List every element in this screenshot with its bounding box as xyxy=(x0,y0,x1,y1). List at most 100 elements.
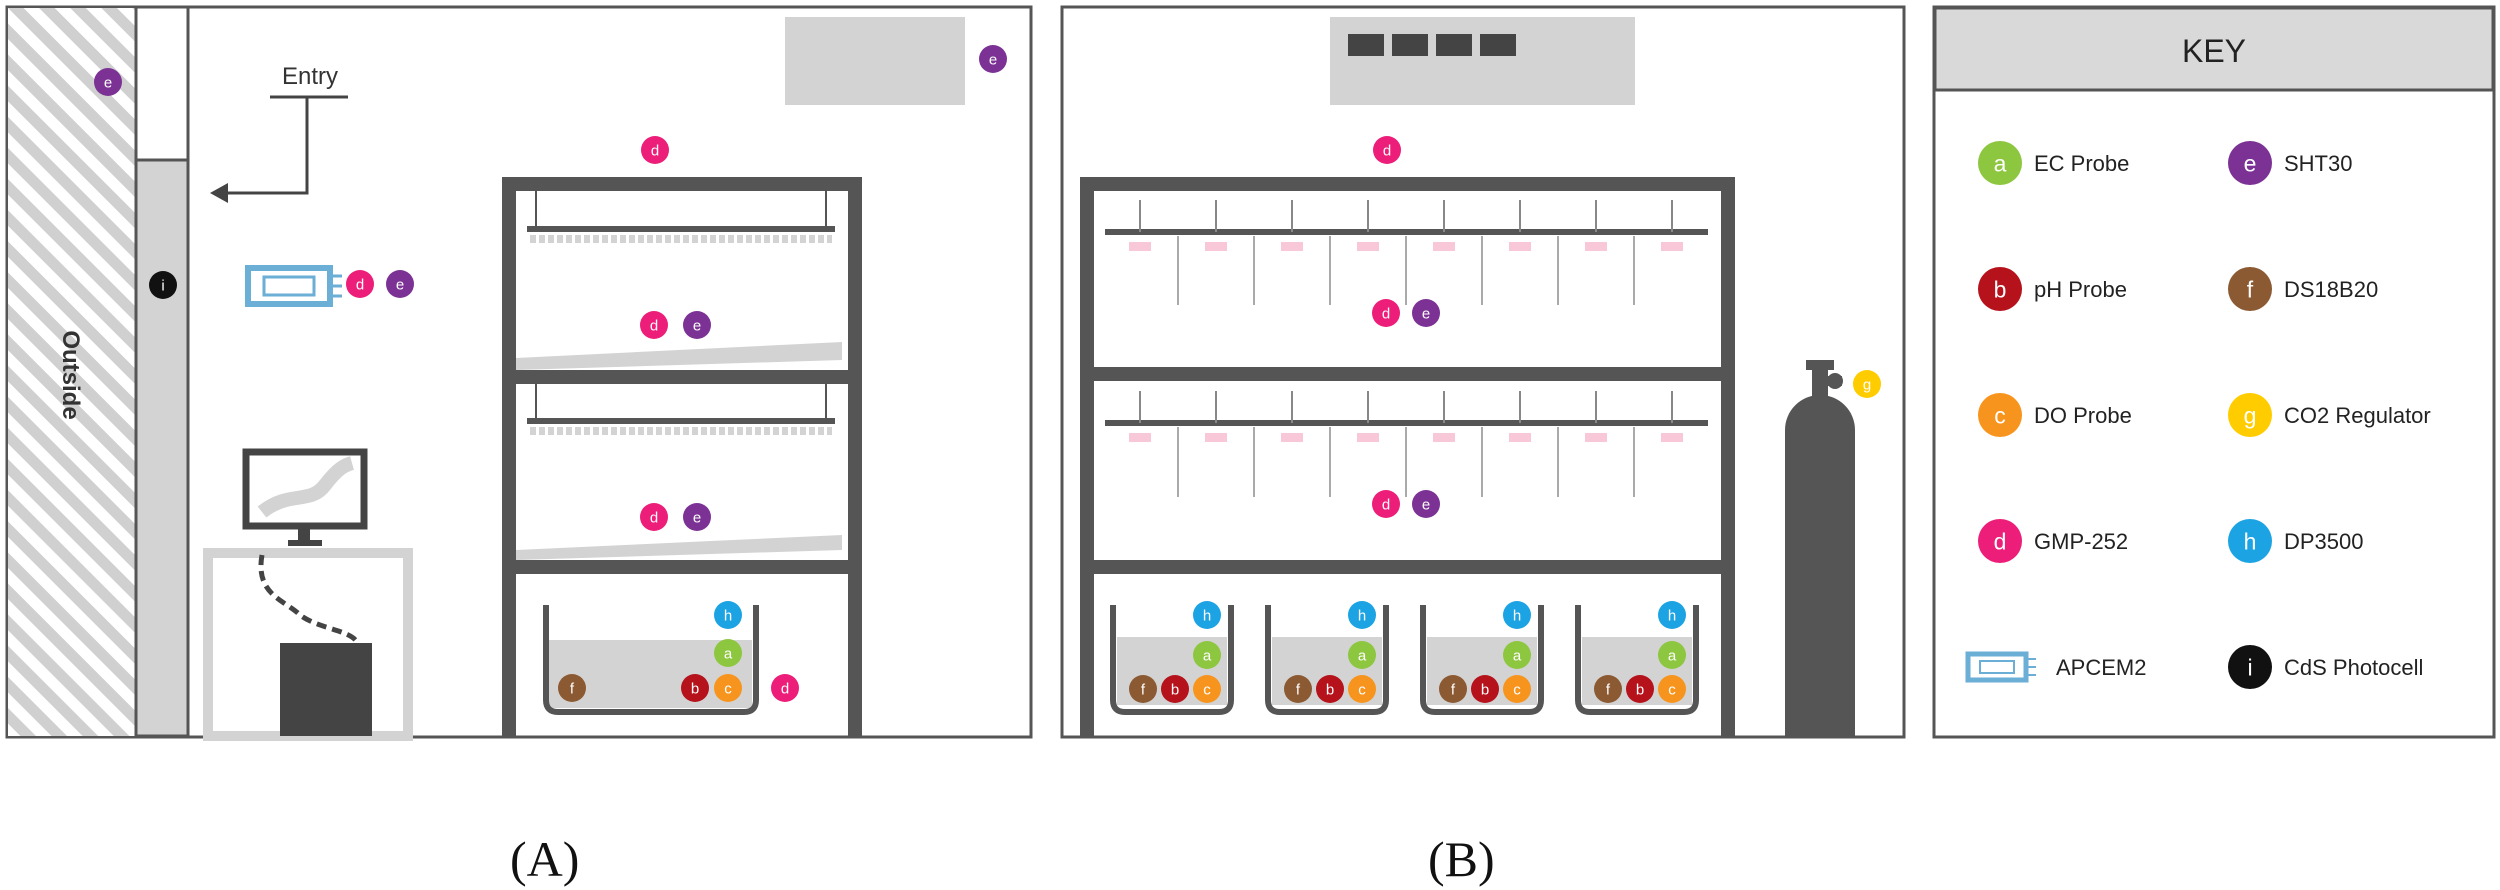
sensor-badge-h: h xyxy=(1658,601,1686,629)
emitter xyxy=(1509,242,1531,251)
sensor-badge-a: a xyxy=(1348,641,1376,669)
sensor-badge-letter: h xyxy=(724,607,732,624)
sensor-badge-letter: a xyxy=(1994,150,2007,176)
sensor-badge-letter: i xyxy=(161,277,164,294)
sensor-badge-e: e xyxy=(94,68,122,96)
co2-tank xyxy=(1785,360,1855,736)
sensor-badge-letter: f xyxy=(1451,681,1456,698)
sensor-badge-letter: e xyxy=(396,276,404,293)
outside-wall xyxy=(8,8,136,736)
sensor-badge-d: d xyxy=(771,674,799,702)
sensor-badge-d: d xyxy=(640,503,668,531)
sensor-badge-letter: i xyxy=(2247,654,2252,680)
key-frame xyxy=(1932,5,2496,739)
sensor-badge-letter: h xyxy=(2244,528,2257,554)
sensor-badge-e: e xyxy=(979,45,1007,73)
sensor-badge-letter: b xyxy=(1994,276,2007,302)
emitter xyxy=(1205,242,1227,251)
sensor-badge-f: f xyxy=(2228,267,2272,311)
panel-b-label: (B) xyxy=(1428,831,1495,887)
sensor-badge-letter: c xyxy=(1203,681,1211,698)
sensor-badge-c: c xyxy=(1658,675,1686,703)
sensor-badge-letter: d xyxy=(1383,142,1391,159)
sensor-badge-h: h xyxy=(1348,601,1376,629)
sensor-badge-letter: h xyxy=(1203,607,1211,624)
key-item-label: GMP-252 xyxy=(2034,529,2128,554)
sensor-badge-c: c xyxy=(1503,675,1531,703)
sensor-badge-letter: e xyxy=(693,317,701,334)
sensor-badge-letter: a xyxy=(1513,647,1522,664)
sensor-badge-letter: b xyxy=(1636,681,1644,698)
sensor-badge-letter: d xyxy=(650,509,658,526)
sensor-badge-letter: b xyxy=(1481,681,1489,698)
sensor-badge-i: i xyxy=(2228,645,2272,689)
sensor-badge-b: b xyxy=(681,674,709,702)
sensor-badge-letter: d xyxy=(650,317,658,334)
sensor-badge-h: h xyxy=(1193,601,1221,629)
sensor-badge-a: a xyxy=(1978,141,2022,185)
sensor-badge-f: f xyxy=(1284,675,1312,703)
sensor-badge-letter: d xyxy=(781,680,789,697)
emitter xyxy=(1433,242,1455,251)
key-header xyxy=(1933,6,2495,92)
sensor-badge-d: d xyxy=(1372,299,1400,327)
key-title: KEY xyxy=(2182,33,2246,69)
sensor-badge-letter: d xyxy=(1382,496,1390,513)
sensor-badge-letter: h xyxy=(1513,607,1521,624)
sensor-badge-e: e xyxy=(386,270,414,298)
sensor-badge-letter: h xyxy=(1668,607,1676,624)
sensor-badge-letter: g xyxy=(1863,376,1871,393)
emitter xyxy=(1585,433,1607,442)
emitter xyxy=(1129,433,1151,442)
sensor-badge-d: d xyxy=(1978,519,2022,563)
shelving-rack-a xyxy=(502,177,862,736)
sensor-badge-letter: d xyxy=(356,276,364,293)
sensor-badge-f: f xyxy=(1439,675,1467,703)
panel-a-label: (A) xyxy=(510,831,580,887)
sensor-badge-e: e xyxy=(1412,490,1440,518)
key-item: APCEM2 xyxy=(1965,651,2146,683)
sensor-badge-letter: c xyxy=(1994,402,2006,428)
sensor-badge-f: f xyxy=(558,674,586,702)
emitter xyxy=(1357,433,1379,442)
sensor-badge-a: a xyxy=(1503,641,1531,669)
sensor-badge-letter: e xyxy=(104,74,112,91)
emitter xyxy=(1205,433,1227,442)
key-item-label: CO2 Regulator xyxy=(2284,403,2431,428)
sensor-badge-letter: a xyxy=(1668,647,1677,664)
sensor-badge-c: c xyxy=(1193,675,1221,703)
sensor-badge-b: b xyxy=(1161,675,1189,703)
sensor-badge-e: e xyxy=(683,311,711,339)
emitter xyxy=(1509,433,1531,442)
sensor-badge-letter: f xyxy=(1606,681,1611,698)
panel-b xyxy=(1060,5,1906,739)
apcem2-device xyxy=(245,265,342,307)
sensor-badge-letter: a xyxy=(724,645,733,662)
key-item: b pH Probe xyxy=(1978,267,2127,311)
controller-unit xyxy=(1330,17,1635,105)
sensor-badge-letter: c xyxy=(1513,681,1521,698)
outside-label: Outside xyxy=(57,330,84,419)
sensor-badge-a: a xyxy=(1193,641,1221,669)
sensor-badge-b: b xyxy=(1626,675,1654,703)
panel-a: Outside Entry xyxy=(5,5,1033,741)
sensor-badge-f: f xyxy=(1129,675,1157,703)
sensor-badge-i: i xyxy=(149,271,177,299)
sensor-badge-letter: e xyxy=(989,51,997,68)
sensor-badge-e: e xyxy=(1412,299,1440,327)
computer-desk xyxy=(203,448,413,741)
sensor-badge-letter: c xyxy=(724,680,732,697)
key-item-label: DO Probe xyxy=(2034,403,2132,428)
sensor-badge-letter: f xyxy=(1141,681,1146,698)
emitter xyxy=(1129,242,1151,251)
key-item-label: pH Probe xyxy=(2034,277,2127,302)
sensor-badge-c: c xyxy=(714,674,742,702)
key-item: c DO Probe xyxy=(1978,393,2132,437)
emitter xyxy=(1661,433,1683,442)
key-item-label: APCEM2 xyxy=(2056,655,2146,680)
